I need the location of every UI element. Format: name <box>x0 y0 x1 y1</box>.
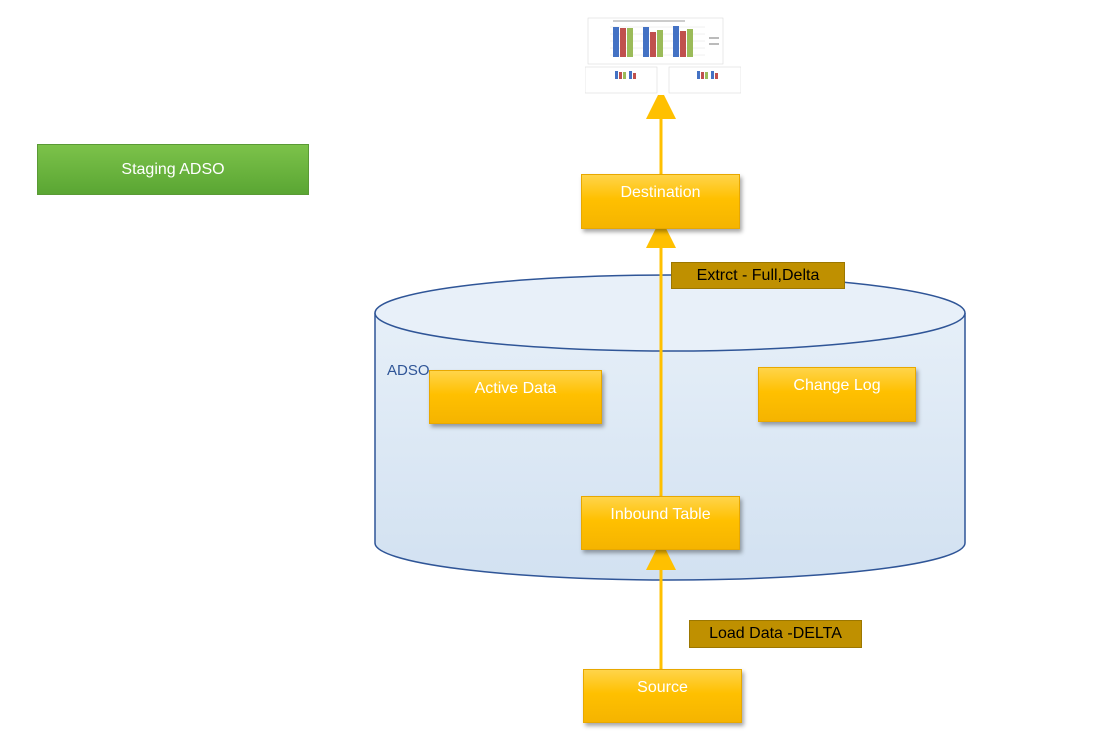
bar-chart-report-icon <box>584 17 742 95</box>
load-annotation: Load Data -DELTA <box>689 620 862 648</box>
change-log-label: Change Log <box>793 377 881 394</box>
source-label: Source <box>637 679 688 696</box>
active-data-node: Active Data <box>429 370 602 424</box>
inbound-table-label: Inbound Table <box>610 506 711 523</box>
change-log-node: Change Log <box>758 367 916 422</box>
staging-adso-box: Staging ADSO <box>37 144 309 195</box>
destination-node: Destination <box>581 174 740 229</box>
load-annotation-text: Load Data -DELTA <box>709 625 842 642</box>
staging-adso-label: Staging ADSO <box>121 160 225 178</box>
active-data-label: Active Data <box>474 380 557 397</box>
source-node: Source <box>583 669 742 723</box>
destination-label: Destination <box>620 184 701 201</box>
inbound-table-node: Inbound Table <box>581 496 740 550</box>
extract-annotation-text: Extrct - Full,Delta <box>696 266 820 284</box>
adso-label: ADSO <box>387 362 430 379</box>
extract-annotation: Extrct - Full,Delta <box>671 262 845 289</box>
